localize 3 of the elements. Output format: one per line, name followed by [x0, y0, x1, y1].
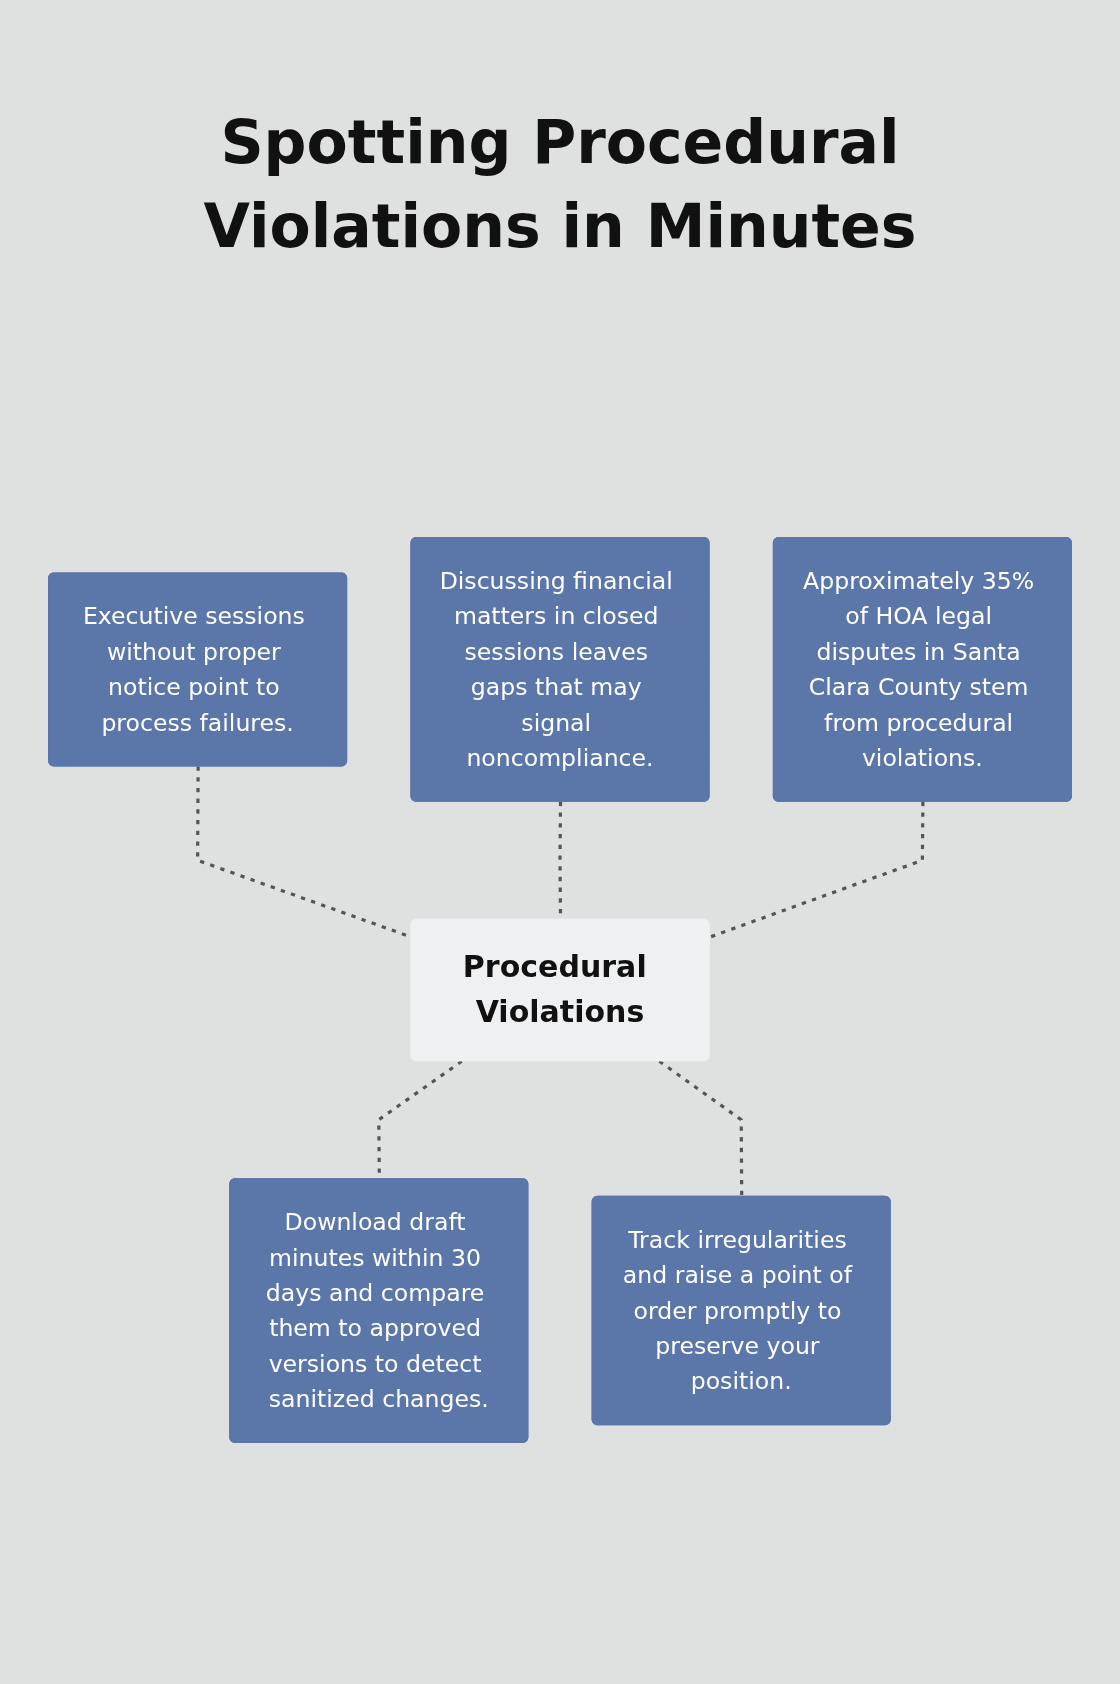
title: Spotting Procedural Violations in Minutes: [202, 106, 918, 263]
connector: [658, 1060, 744, 1197]
connector: [709, 801, 925, 939]
